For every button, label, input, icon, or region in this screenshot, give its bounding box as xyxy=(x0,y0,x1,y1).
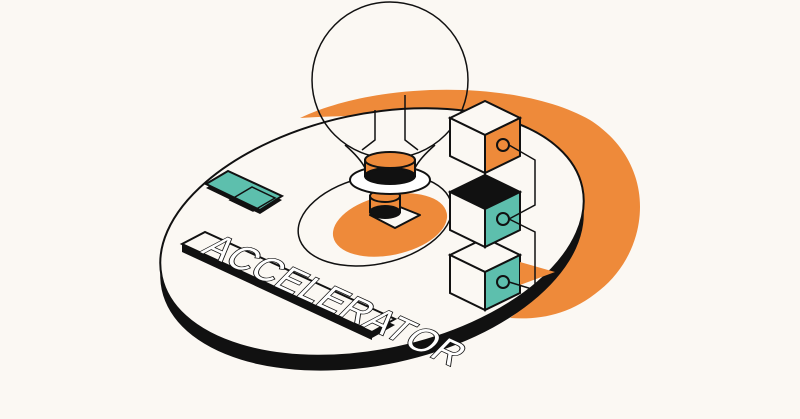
orange-wedge xyxy=(520,262,555,285)
cube-middle xyxy=(447,173,523,249)
bulb-base xyxy=(349,151,431,195)
cube-connector-wire xyxy=(508,144,536,292)
filament-wires xyxy=(361,95,419,151)
cube-top xyxy=(447,99,523,175)
teal-plates xyxy=(203,169,285,214)
cube-bottom xyxy=(447,236,523,312)
